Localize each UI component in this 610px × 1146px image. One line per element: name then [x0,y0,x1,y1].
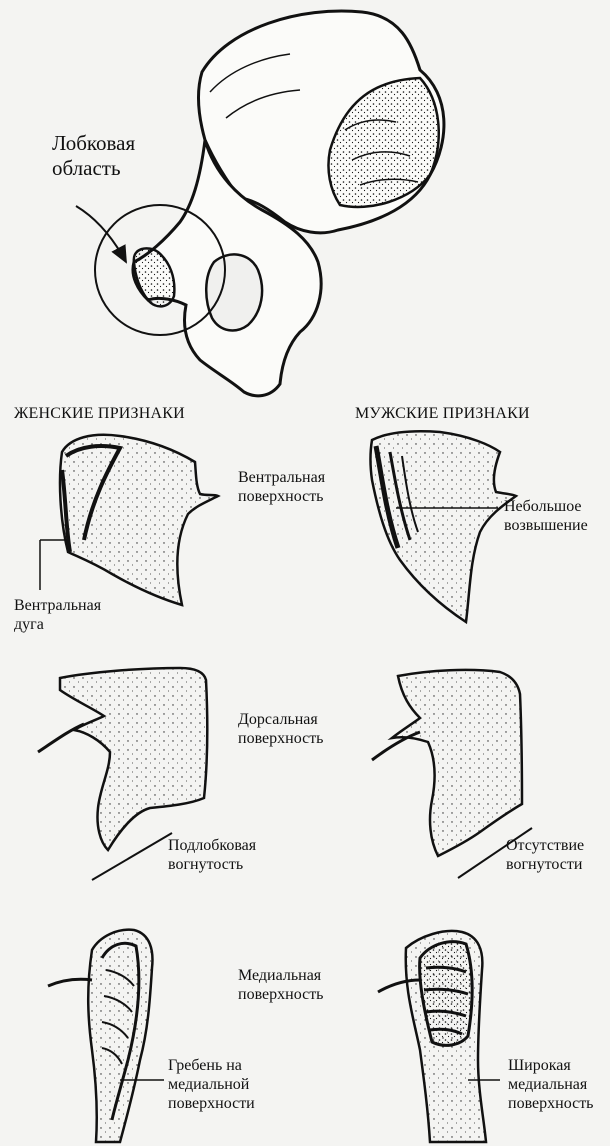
ventral-arc-label: Вентральная дуга [14,596,101,634]
ventral-surface-label: Вентральная поверхность [238,468,325,506]
female-traits-header: ЖЕНСКИЕ ПРИЗНАКИ [14,404,185,423]
female-ventral-illustration [60,435,218,605]
male-traits-header: МУЖСКИЕ ПРИЗНАКИ [355,404,530,423]
dorsal-surface-label: Дорсальная поверхность [238,710,323,748]
medial-surface-label: Медиальная поверхность [238,966,323,1004]
female-medial-illustration [48,930,152,1142]
small-elevation-label: Небольшое возвышение [504,497,588,535]
subpubic-concavity-label: Подлобковая вогнутость [168,836,256,874]
broad-medial-surface-label: Широкая медиальная поверхность [508,1056,593,1113]
female-dorsal-illustration [38,668,207,850]
medial-crest-label: Гребень на медиальной поверхности [168,1056,255,1113]
male-medial-illustration [378,931,486,1142]
hip-bone-illustration [76,11,444,396]
male-dorsal-illustration [372,670,522,856]
pubic-region-label: Лобковая область [52,131,135,181]
male-ventral-illustration [371,431,517,622]
no-concavity-label: Отсутствие вогнутости [506,836,584,874]
